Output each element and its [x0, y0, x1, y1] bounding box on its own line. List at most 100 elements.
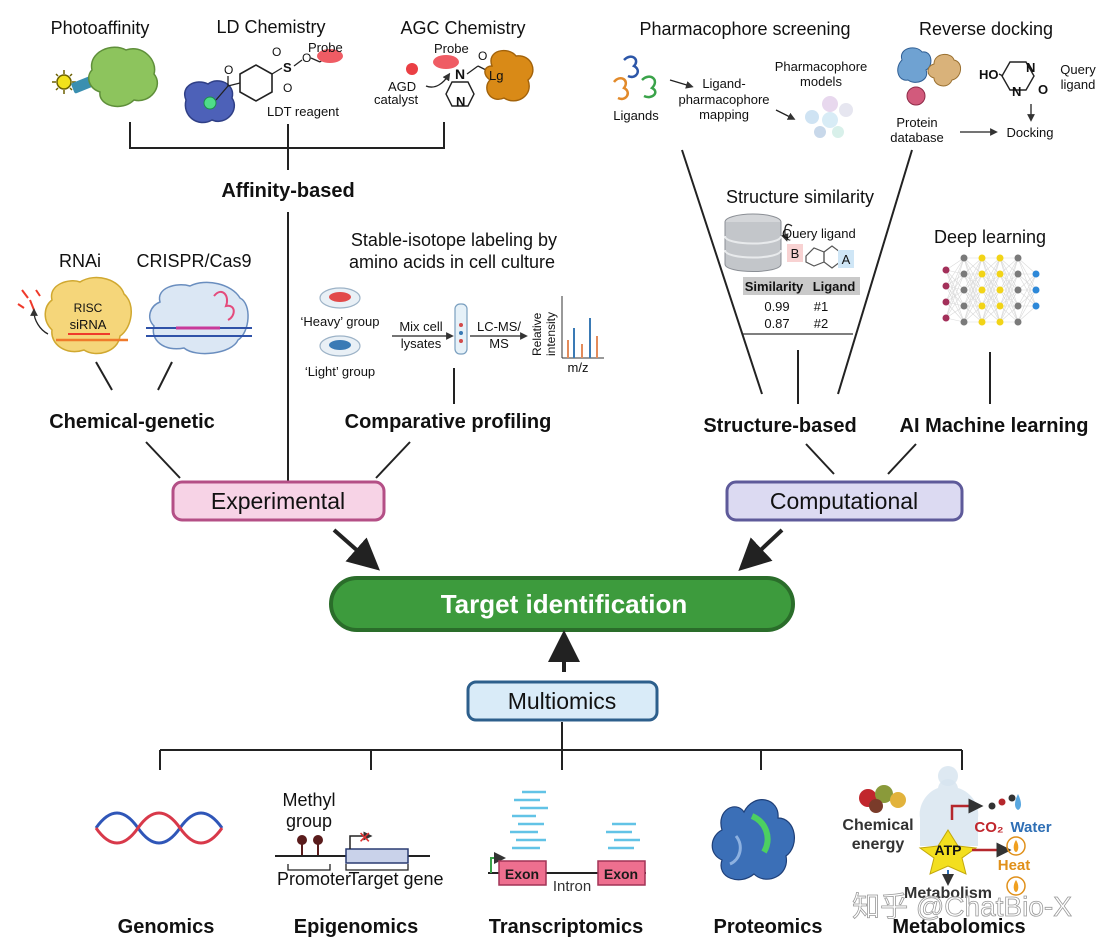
nn-edge: [1017, 273, 1037, 307]
mix-line2: lysates: [401, 336, 442, 351]
blocked-icon: ✕: [358, 830, 371, 847]
ring-b-label: B: [791, 246, 800, 261]
nn-edge: [999, 257, 1019, 275]
nn-edge: [945, 257, 965, 319]
nn-edge: [963, 273, 983, 323]
ld-probe-tag: [317, 49, 343, 63]
genomics-label: Genomics: [118, 916, 215, 938]
ai-ml-label: AI Machine learning: [900, 415, 1089, 437]
photoaffinity-illustration: [52, 46, 159, 108]
chemgen-connector: [145, 441, 181, 479]
atp-burst-icon: [918, 829, 978, 875]
nn-edge: [1017, 257, 1037, 275]
query-line1: Query: [1060, 62, 1096, 77]
rd-n-atom-1: N: [1026, 60, 1035, 75]
metabolomics-illustration: Chemical energy CO₂ Water ATP Heat Metab…: [842, 766, 1052, 902]
light-group-label: ‘Light’ group: [305, 364, 375, 379]
atp-label: ATP: [935, 842, 962, 858]
nn-node: [996, 302, 1004, 310]
ld-o-atom: O: [224, 63, 233, 77]
ligands-label: Ligands: [613, 108, 659, 123]
chemical-genetic-section: RNAi CRISPR/Cas9 RISC siRNA Chemical-gen…: [17, 251, 252, 479]
computational-box: [725, 480, 964, 522]
nn-node: [942, 266, 950, 274]
intensity-label: intensity: [544, 312, 558, 356]
heavy-group-label: ‘Heavy’ group: [300, 314, 379, 329]
ligand-dot: [203, 96, 217, 110]
docking-label: Docking: [1007, 125, 1054, 140]
protein-line1: Protein: [896, 115, 937, 130]
ld-s-atom: S: [283, 60, 292, 75]
nn-node: [1014, 254, 1022, 262]
risc-complex-icon: [44, 276, 132, 355]
ld-o-atom-3: O: [283, 81, 292, 95]
nn-node: [1032, 286, 1040, 294]
reverse-docking-section: Reverse docking Protein database HO N N …: [890, 19, 1096, 145]
target-protein-icon: [87, 46, 159, 108]
nn-edge: [963, 257, 983, 275]
dna-helix-icon: [94, 811, 224, 845]
target-gene-bar: [345, 848, 409, 864]
water-label: Water: [1010, 819, 1051, 836]
promoter-label: Promoter: [277, 869, 351, 889]
ho-label: HO: [979, 67, 999, 82]
chemical-genetic-label: Chemical-genetic: [49, 411, 215, 433]
target-gene-label: Target gene: [348, 869, 443, 889]
row1-ligand: #1: [814, 299, 828, 314]
ring-b-tag: [787, 244, 803, 262]
agd-catalyst-dot: [406, 63, 418, 75]
nn-edge: [945, 257, 965, 287]
nn-node: [996, 286, 1004, 294]
lcms-line1: LC-MS/: [477, 319, 521, 334]
flame-icon-1: [1006, 836, 1026, 856]
nn-edge: [981, 257, 1001, 275]
rnai-illustration: RISC siRNA: [17, 276, 132, 355]
similarity-table-header: [743, 277, 860, 295]
chemical-line1: Chemical: [842, 817, 913, 834]
nn-node: [996, 270, 1004, 278]
molecule-icon: [988, 794, 1016, 810]
relative-label: Relative: [530, 312, 544, 356]
nn-edge: [999, 257, 1019, 291]
light-burst-icon: [56, 74, 72, 90]
nn-edge: [945, 273, 965, 319]
query-ligand-label: Query ligand: [782, 226, 856, 241]
col-similarity: Similarity: [745, 279, 804, 294]
nn-node: [1014, 286, 1022, 294]
flame-icon-2: [1006, 876, 1026, 896]
intron-label: Intron: [553, 878, 591, 895]
exon-2-box: [597, 860, 646, 886]
deep-learning-title: Deep learning: [934, 227, 1046, 247]
models-line1: Pharmacophore: [775, 59, 868, 74]
affinity-section: Photoaffinity LD Chemistry AGC Chemistry…: [51, 17, 534, 484]
nn-edge: [999, 273, 1019, 323]
methyl-dot-1: [297, 835, 307, 845]
nn-node: [996, 254, 1004, 262]
nn-node: [1014, 270, 1022, 278]
ligands-icon: [613, 55, 657, 101]
epigenomics-label: Epigenomics: [294, 916, 418, 938]
mapping-line2: pharmacophore: [678, 92, 769, 107]
nn-node: [942, 282, 950, 290]
nn-edge: [999, 305, 1019, 323]
agc-o-atom: O: [478, 49, 487, 63]
metabolomics-label: Metabolomics: [892, 916, 1025, 938]
experimental-box: [171, 480, 386, 522]
cas9-complex-icon: [149, 281, 249, 355]
database-cylinder-icon: [724, 213, 782, 272]
water-drop-icon: [1015, 794, 1021, 810]
sirna-label: siRNA: [70, 317, 107, 332]
nn-node: [1014, 302, 1022, 310]
structure-similarity-title: Structure similarity: [726, 187, 874, 207]
nn-edge: [963, 289, 983, 323]
nn-node: [942, 314, 950, 322]
experimental-label: Experimental: [211, 488, 345, 514]
nn-edge: [945, 257, 965, 271]
nn-edge: [999, 257, 1019, 307]
row2-ligand: #2: [814, 316, 828, 331]
pharmacophore-models-icon: [805, 96, 853, 138]
nn-edge: [981, 257, 1001, 291]
nn-node: [942, 298, 950, 306]
structure-connector: [805, 443, 835, 475]
ld-probe-label: Probe: [308, 40, 343, 55]
